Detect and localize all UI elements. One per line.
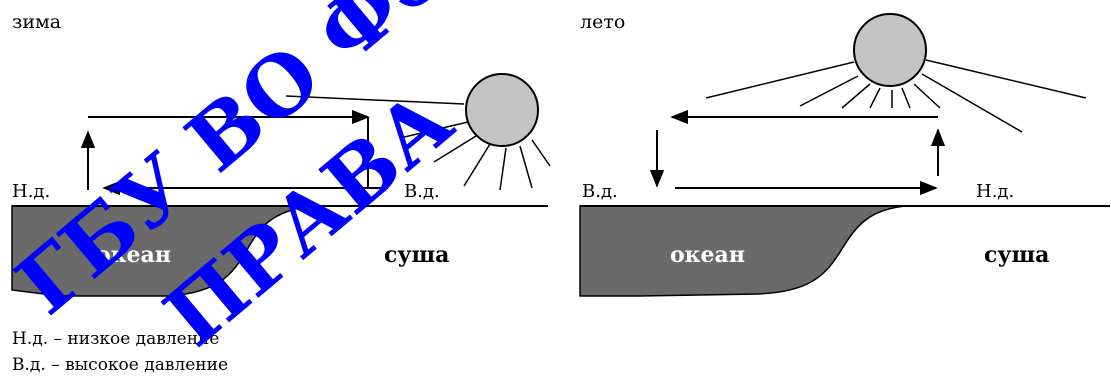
legend: Н.д. – низкое давление В.д. – высокое да… <box>12 329 228 375</box>
winter-season-label: зима <box>12 11 61 33</box>
summer-season-label: лето <box>580 11 625 33</box>
summer-panel: лето В.д. Н.д. океан суша <box>579 11 1110 297</box>
winter-low-pressure-label: Н.д. <box>12 181 50 202</box>
winter-high-pressure-label: В.д. <box>404 181 440 202</box>
legend-low-pressure: Н.д. – низкое давление <box>12 329 219 349</box>
summer-high-pressure-label: В.д. <box>582 181 618 202</box>
legend-high-pressure: В.д. – высокое давление <box>12 355 228 375</box>
winter-sun-icon <box>285 73 551 191</box>
winter-panel: зима Н.д. В.д. океан суша <box>11 11 551 297</box>
summer-low-pressure-label: Н.д. <box>976 181 1014 202</box>
summer-ocean-label: океан <box>670 242 745 268</box>
winter-ocean <box>11 205 311 297</box>
summer-ocean <box>579 205 906 297</box>
winter-ocean-label: океан <box>96 242 171 268</box>
summer-land-label: суша <box>984 242 1049 268</box>
winter-land-label: суша <box>384 242 449 268</box>
summer-sun-icon <box>705 13 1087 133</box>
